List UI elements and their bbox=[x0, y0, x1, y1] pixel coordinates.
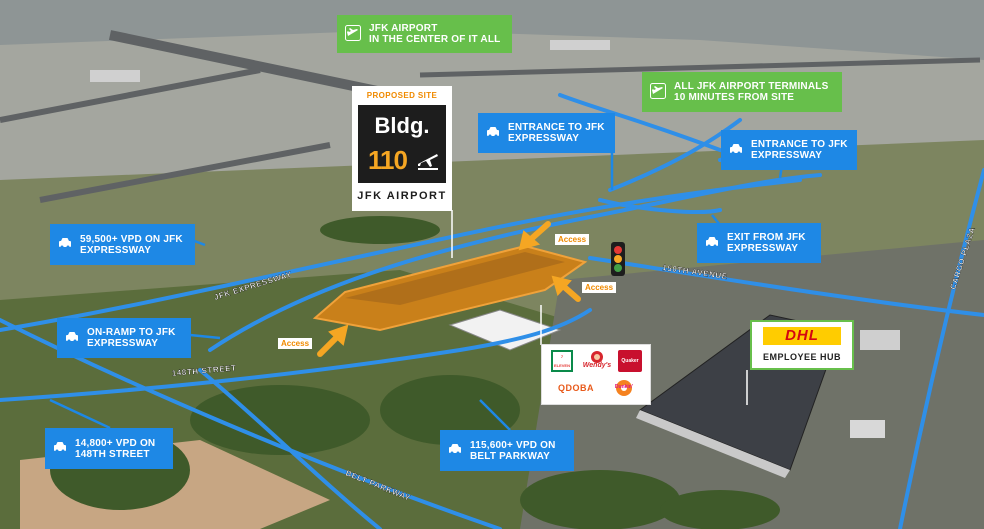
street-148-road bbox=[0, 308, 592, 402]
callout-text: ENTRANCE TO JFK EXPRESSWAY bbox=[751, 139, 848, 161]
callout-vpd-jfk-expressway: 59,500+ VPD ON JFK EXPRESSWAY bbox=[50, 224, 195, 265]
car-icon bbox=[448, 443, 462, 458]
site-caption: JFK AIRPORT bbox=[357, 190, 447, 202]
callout-entrance-jfk-expressway-1: ENTRANCE TO JFK EXPRESSWAY bbox=[478, 113, 615, 153]
callout-text: ENTRANCE TO JFK EXPRESSWAY bbox=[508, 122, 605, 144]
access-arrow-east bbox=[551, 275, 581, 302]
callout-entrance-jfk-expressway-2: ENTRANCE TO JFK EXPRESSWAY bbox=[721, 130, 857, 170]
car-icon bbox=[705, 236, 719, 251]
callout-jfk-center: JFK AIRPORT IN THE CENTER OF IT ALL bbox=[337, 15, 512, 53]
cargo-plaza-road bbox=[898, 168, 984, 529]
proposed-site-heading: PROPOSED SITE bbox=[366, 91, 438, 100]
access-label: Access bbox=[555, 234, 590, 245]
callout-exit-jfk-expressway: EXIT FROM JFK EXPRESSWAY bbox=[697, 223, 821, 263]
logo-7-eleven: 7 ELEVEN bbox=[551, 350, 573, 372]
leader-lines bbox=[451, 210, 748, 405]
callout-vpd-belt-parkway: 115,600+ VPD ON BELT PARKWAY bbox=[440, 430, 574, 471]
callout-text: 59,500+ VPD ON JFK EXPRESSWAY bbox=[80, 233, 183, 256]
access-arrow-north bbox=[518, 221, 551, 251]
bldg-label: Bldg. bbox=[374, 113, 430, 138]
car-icon bbox=[729, 143, 743, 158]
callout-text: 14,800+ VPD ON 148TH STREET bbox=[75, 437, 156, 460]
callout-text: ON-RAMP TO JFK EXPRESSWAY bbox=[87, 327, 176, 349]
jfk-expressway-road bbox=[0, 178, 802, 332]
car-icon bbox=[65, 331, 79, 346]
retail-logos-card: 7 ELEVEN Wendy's Quaker QDOBA Dunkin' bbox=[541, 344, 651, 405]
dhl-card: DHL EMPLOYEE HUB bbox=[750, 320, 854, 370]
logo-dunkin: Dunkin' bbox=[610, 379, 638, 397]
car-icon bbox=[53, 441, 67, 456]
callout-text: 115,600+ VPD ON BELT PARKWAY bbox=[470, 439, 556, 462]
callout-jfk-terminals: ALL JFK AIRPORT TERMINALS 10 MINUTES FRO… bbox=[642, 72, 842, 112]
bldg-logo: Bldg. 110 bbox=[358, 105, 446, 183]
callout-vpd-148th-street: 14,800+ VPD ON 148TH STREET bbox=[45, 428, 173, 469]
callout-connectors bbox=[49, 150, 784, 431]
callout-onramp-jfk-expressway: ON-RAMP TO JFK EXPRESSWAY bbox=[57, 318, 191, 358]
avenue-150-road bbox=[588, 256, 984, 317]
callout-text: EXIT FROM JFK EXPRESSWAY bbox=[727, 232, 806, 254]
callout-text: JFK AIRPORT IN THE CENTER OF IT ALL bbox=[369, 23, 501, 45]
bldg-number: 110 bbox=[368, 145, 408, 175]
traffic-light-icon bbox=[611, 242, 625, 276]
access-label: Access bbox=[582, 282, 617, 293]
plane-icon bbox=[650, 82, 666, 102]
belt-parkway-road bbox=[0, 318, 502, 529]
logo-quaker: Quaker bbox=[618, 350, 642, 372]
access-label: Access bbox=[278, 338, 313, 349]
logo-wendys: Wendy's bbox=[580, 350, 614, 372]
callout-text: ALL JFK AIRPORT TERMINALS 10 MINUTES FRO… bbox=[674, 81, 829, 103]
car-icon bbox=[58, 237, 72, 252]
access-arrow-south bbox=[317, 324, 349, 357]
dhl-logo: DHL bbox=[763, 327, 841, 345]
logo-qdoba: QDOBA bbox=[558, 383, 594, 393]
access-arrows bbox=[317, 221, 581, 357]
plane-icon bbox=[416, 149, 440, 176]
dhl-caption: EMPLOYEE HUB bbox=[762, 352, 841, 362]
car-icon bbox=[486, 126, 500, 141]
retail-building bbox=[448, 309, 562, 351]
proposed-site-card: PROPOSED SITE Bldg. 110 JFK AIRPORT bbox=[352, 86, 452, 211]
plane-icon bbox=[345, 24, 361, 44]
